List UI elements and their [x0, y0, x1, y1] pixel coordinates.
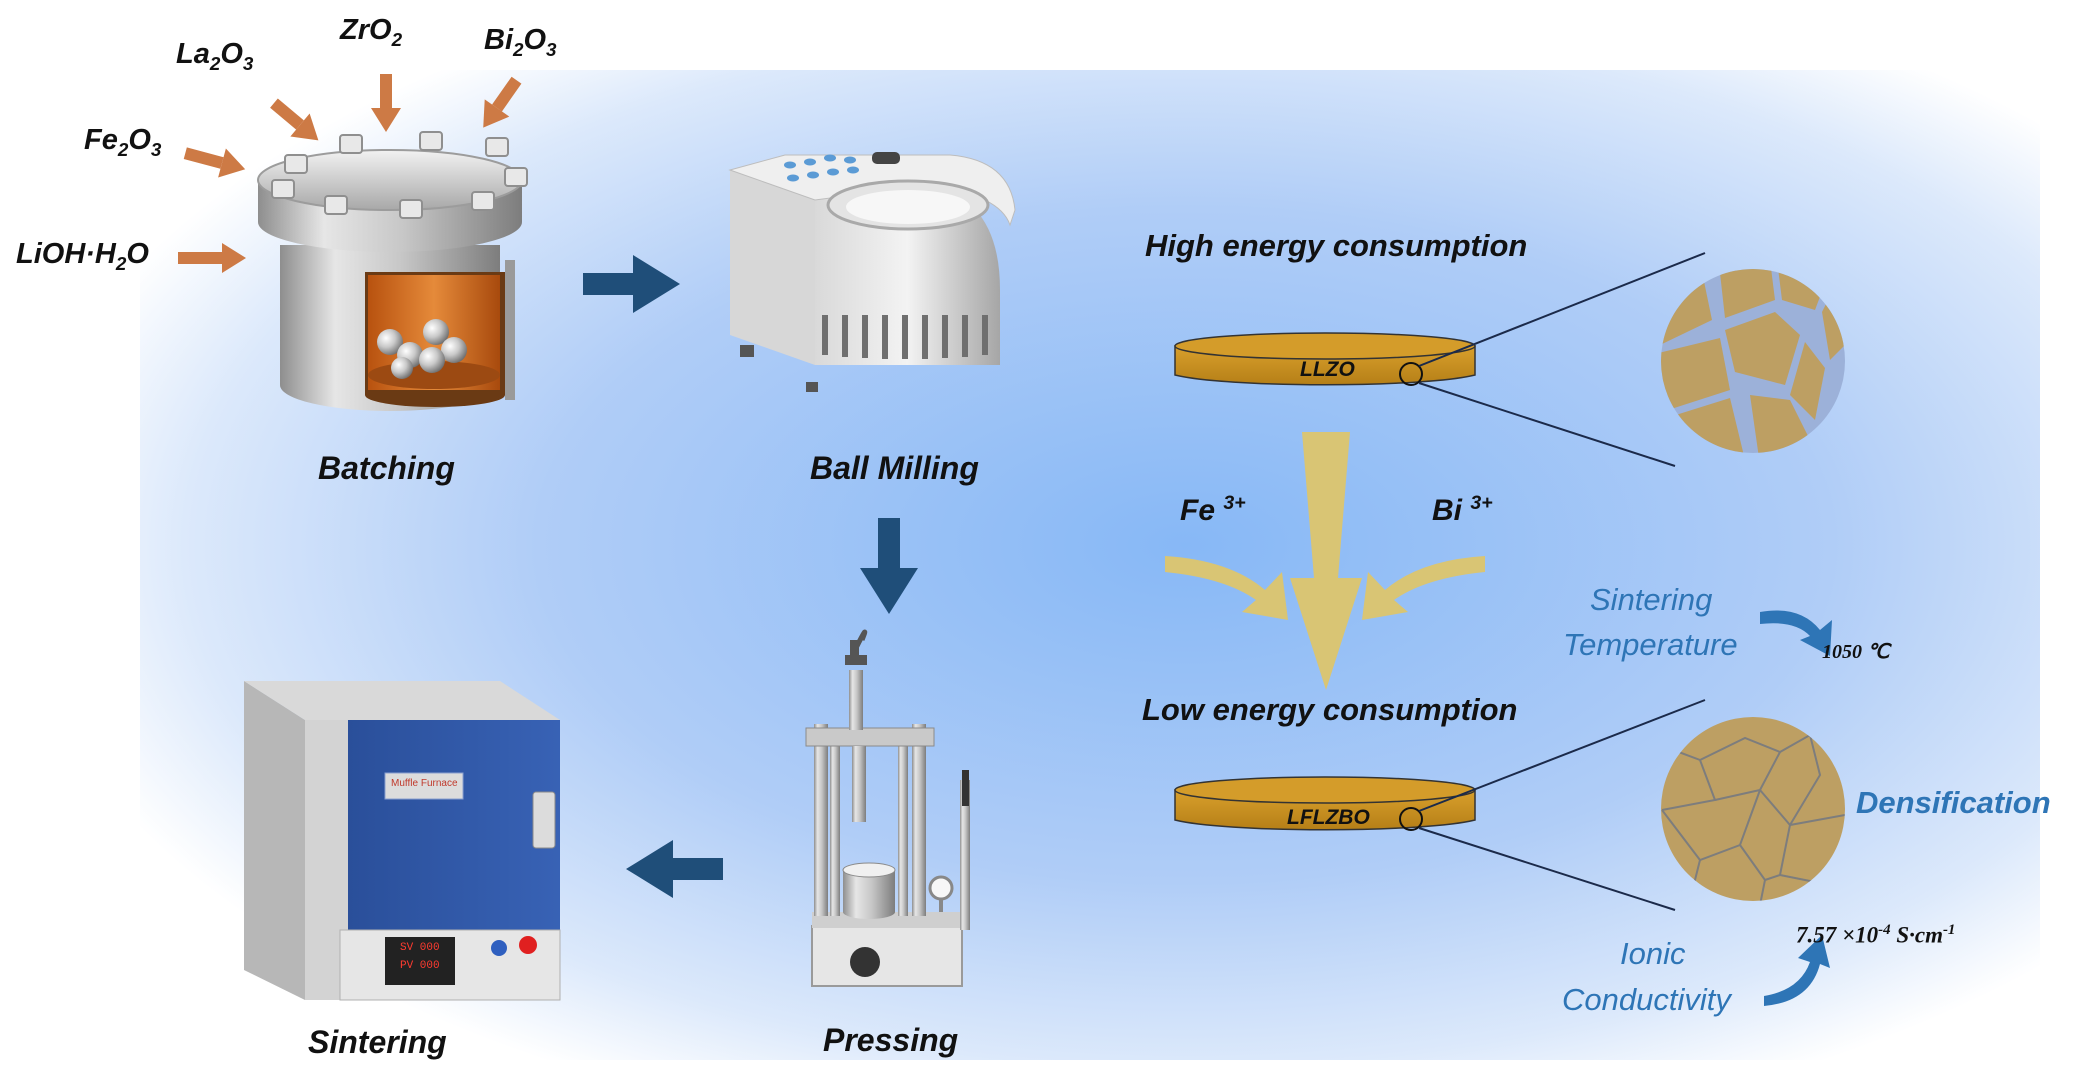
zoom-lines	[1418, 252, 1706, 911]
low-energy-title: Low energy consumption	[1142, 692, 1518, 727]
step-label-batching: Batching	[318, 450, 455, 486]
furnace-nameplate: Muffle Furnace	[391, 778, 458, 789]
property-arrows	[1760, 610, 1832, 1006]
sintering-temperature-label-2: Temperature	[1563, 627, 1738, 662]
reagent-zro2: ZrO2	[340, 14, 403, 50]
flow-arrow-left	[626, 840, 723, 898]
ionic-conductivity-value: 7.57 ×10-4 S·cm-1	[1796, 922, 1956, 948]
reagent-arrow-zro2	[371, 74, 401, 132]
bi-arrow	[1362, 556, 1485, 620]
flow-arrow-right	[583, 255, 680, 313]
high-energy-title: High energy consumption	[1145, 228, 1528, 263]
conductivity-arrow	[1764, 935, 1830, 1006]
reagent-fe2o3: Fe2O3	[84, 124, 162, 160]
furnace-pv-display: PV 000	[400, 960, 440, 972]
pellet-llzo	[1174, 332, 1476, 386]
reagent-arrow-fe2o3	[183, 147, 246, 178]
sintering-temperature-value: 1050 ℃	[1822, 641, 1890, 663]
dopant-arrows	[1165, 432, 1485, 690]
densification-label: Densification	[1856, 785, 2051, 820]
step-label-sintering: Sintering	[308, 1024, 447, 1060]
furnace-sv-display: SV 000	[400, 942, 440, 954]
sintering-temperature-label-1: Sintering	[1590, 582, 1713, 617]
main-down-arrow	[1290, 432, 1362, 690]
fe-arrow	[1165, 556, 1288, 620]
reagent-arrows	[178, 74, 522, 273]
reagent-arrow-bi2o3	[483, 76, 522, 128]
background-glow	[140, 70, 2040, 1060]
reagent-la2o3: La2O3	[176, 38, 254, 74]
pellet-lflzbo	[1174, 776, 1476, 831]
reactor-icon	[257, 131, 528, 411]
step-label-ball-milling: Ball Milling	[810, 450, 979, 486]
lflzbo-label: LFLZBO	[1287, 806, 1370, 829]
flow-arrow-down	[860, 518, 918, 614]
flow-arrows	[583, 255, 918, 898]
dopant-bi: Bi 3+	[1432, 492, 1493, 527]
reagent-arrow-la2o3	[270, 98, 319, 141]
dopant-fe: Fe 3+	[1180, 492, 1246, 527]
hydraulic-press-icon	[805, 629, 970, 987]
step-label-pressing: Pressing	[823, 1022, 959, 1058]
sintering-arrow	[1760, 610, 1832, 656]
llzo-label: LLZO	[1300, 358, 1355, 381]
reagent-bi2o3: Bi2O3	[484, 24, 557, 60]
ionic-conductivity-label-1: Ionic	[1620, 936, 1686, 971]
muffle-furnace-icon	[244, 681, 561, 1001]
ball-mill-icon	[728, 152, 1016, 392]
reagent-lioh-h2o: LiOH·H2O	[16, 238, 149, 274]
ionic-conductivity-label-2: Conductivity	[1562, 982, 1731, 1017]
reagent-arrow-lioh	[178, 243, 246, 273]
